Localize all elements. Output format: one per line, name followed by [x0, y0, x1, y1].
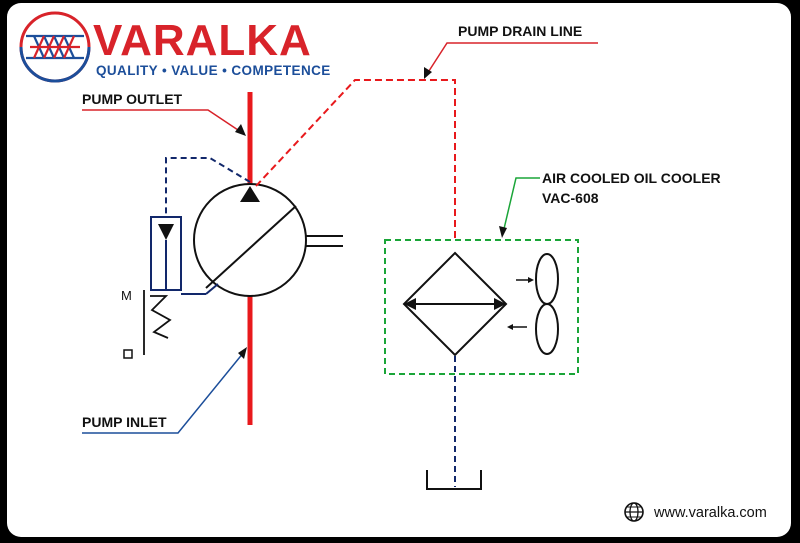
pump-outlet-leader — [82, 109, 245, 135]
pump-symbol — [193, 183, 343, 297]
fan-blade-bottom — [535, 303, 559, 355]
logo-ring-blue — [19, 46, 91, 83]
brand-name: VARALKA — [93, 16, 312, 65]
pump-inlet-leader — [82, 351, 245, 434]
compensator-valve — [123, 216, 219, 359]
fan-symbol — [507, 253, 559, 355]
drain-port-square — [123, 349, 133, 359]
spring-icon — [150, 295, 172, 339]
diagram-card: VARALKA QUALITY • VALUE • COMPETENCE M — [7, 3, 791, 537]
brand-tagline: QUALITY • VALUE • COMPETENCE — [96, 63, 331, 78]
cooler-name-label: AIR COOLED OIL COOLER — [542, 170, 721, 186]
cooler-model-label: VAC-608 — [542, 190, 599, 206]
fan-blade-top — [535, 253, 559, 305]
website-link[interactable]: www.varalka.com — [653, 505, 767, 521]
pump-outlet-label: PUMP OUTLET — [82, 91, 183, 107]
drain-line — [255, 79, 456, 240]
pump-variable-arrow — [205, 205, 297, 289]
varalka-logo — [19, 11, 91, 83]
globe-icon — [624, 502, 644, 522]
cooler-leader — [502, 177, 540, 234]
check-triangle-icon — [158, 224, 174, 240]
pump-drain-line-label: PUMP DRAIN LINE — [458, 23, 582, 39]
hydraulic-diagram: VARALKA QUALITY • VALUE • COMPETENCE M — [19, 11, 767, 522]
pilot-line — [165, 157, 251, 217]
heat-exchanger-symbol — [402, 251, 508, 357]
pump-outlet-triangle — [240, 186, 260, 202]
reservoir-tank — [426, 470, 482, 490]
pump-inlet-label: PUMP INLET — [82, 414, 167, 430]
oil-cooler-box — [384, 239, 579, 375]
drain-line-leader — [426, 42, 598, 75]
motor-label: M — [121, 288, 132, 303]
